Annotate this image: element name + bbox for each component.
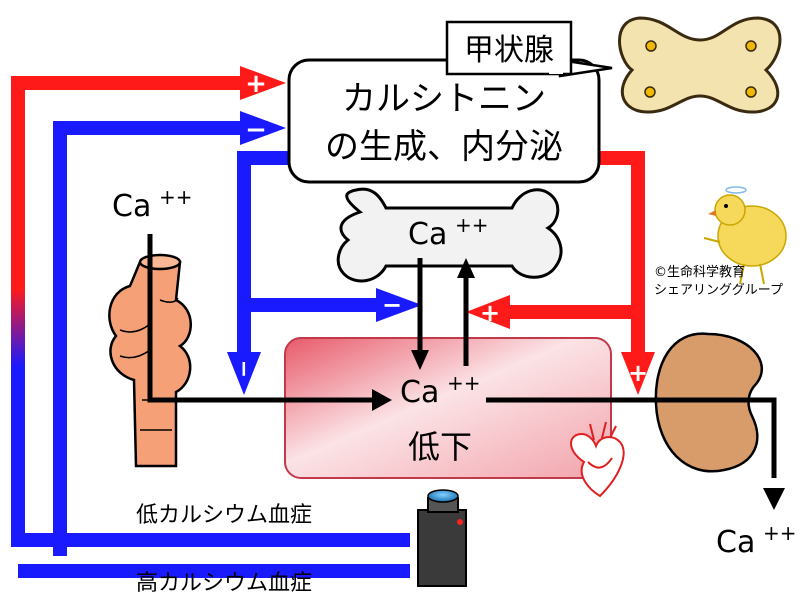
minus-sign-right: − xyxy=(382,291,402,319)
intestine-ca-charge: ++ xyxy=(159,185,193,209)
flow-arrowhead-blood xyxy=(372,389,392,411)
hypercalcemia-label: 高カルシウム血症 xyxy=(136,571,312,596)
flow-arrowhead-bone-down xyxy=(411,350,429,370)
bone-ca-ion: Ca xyxy=(408,217,447,252)
minus-sign-down: − xyxy=(231,360,256,378)
bone-ca-charge: ++ xyxy=(455,213,489,237)
thyroid-callout: 甲状腺 xyxy=(445,20,613,78)
blood-ca-charge: ++ xyxy=(447,371,481,395)
minus-sign-top: − xyxy=(245,115,267,145)
calcitonin-box xyxy=(287,58,601,184)
blood-state: 低下 xyxy=(408,428,472,466)
flow-arrowhead-bone-up xyxy=(457,258,475,278)
plus-sign-top: + xyxy=(245,69,267,99)
heart-icon xyxy=(570,421,625,498)
hypo-arrowhead xyxy=(240,66,286,100)
thyroid-gland-icon xyxy=(618,16,782,114)
intestine-ca-ion: Ca xyxy=(112,189,151,224)
calcium-flow xyxy=(147,234,777,478)
stimulation-paths xyxy=(506,151,645,355)
blue-arrowhead-down xyxy=(227,352,261,395)
blue-arrowhead-right xyxy=(376,288,422,322)
credit-line1: ©生命科学教育 xyxy=(654,264,745,280)
credit-line2: シェアリンググループ xyxy=(654,283,783,298)
blood-ca-ion: Ca xyxy=(400,375,439,410)
kidney-icon xyxy=(654,332,763,473)
chick-mascot-icon xyxy=(703,186,787,285)
red-arrowhead-left xyxy=(466,295,510,329)
thyroid-label: 甲状腺 xyxy=(464,33,554,68)
bone-icon xyxy=(336,187,563,283)
hypercalcemia-loop xyxy=(18,121,410,578)
inhibition-paths xyxy=(237,151,380,355)
blood-compartment xyxy=(284,337,612,479)
hyper-arrowhead xyxy=(240,111,286,145)
urine-ca-charge: ++ xyxy=(763,521,797,545)
red-arrowhead-down xyxy=(621,352,655,395)
urine-ca-ion: Ca xyxy=(716,525,755,560)
hypocalcemia-label: 低カルシウム血症 xyxy=(136,503,312,528)
calcitonin-line1: カルシトニン xyxy=(342,79,546,119)
plus-sign-left: + xyxy=(480,299,500,327)
plus-sign-down: + xyxy=(628,359,648,387)
specimen-container-icon xyxy=(417,489,467,587)
flow-arrowhead-urine xyxy=(763,488,785,510)
hypocalcemia-loop xyxy=(11,76,410,547)
calcitonin-line2: の生成、内分泌 xyxy=(325,127,563,167)
